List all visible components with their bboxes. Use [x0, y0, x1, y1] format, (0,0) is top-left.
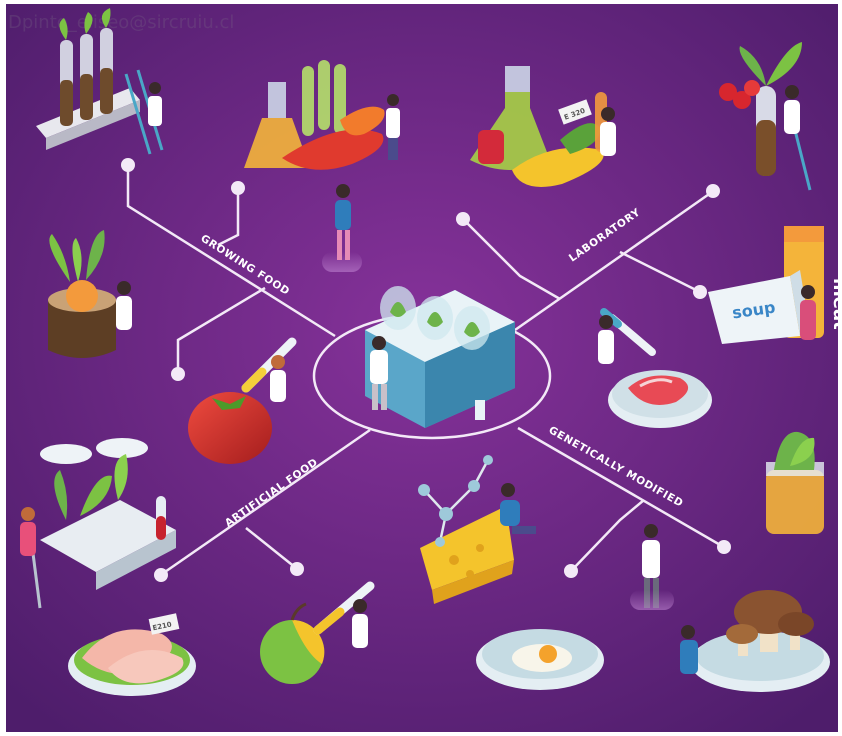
lab-flasks-vegetables-illustration: [244, 60, 400, 170]
tomato-injection-illustration: [188, 337, 297, 464]
connector-lines: [126, 165, 723, 576]
meat-soup-tube-illustration: meat soup: [708, 226, 842, 344]
node-growing-2: [231, 181, 245, 195]
laboratory-sub-line-1: [463, 219, 561, 301]
node-growing-1: [121, 158, 135, 172]
growing-food-sub-line-2: [176, 286, 266, 372]
node-growing-3: [171, 367, 185, 381]
lettuce-jar-illustration: [766, 431, 824, 534]
test-tube-seedlings-illustration: [36, 8, 164, 155]
scientist-standing-illustration: [630, 524, 674, 610]
laboratory-line: [514, 190, 713, 332]
scientist-with-clipboard-illustration: [322, 184, 362, 272]
apple-injection-illustration: [260, 581, 375, 684]
steak-pipette-illustration: [598, 308, 712, 428]
node-lab-1: [456, 212, 470, 226]
node-gm-1: [717, 540, 731, 554]
genetically-modified-sub-line: [571, 499, 645, 571]
growing-food-sub-line-1: [217, 190, 240, 247]
node-lab-3: [693, 285, 707, 299]
petri-egg-illustration: [476, 629, 604, 690]
artificial-food-sub-line: [245, 527, 297, 569]
watermark-text: Dpinto_eliseo@sircruiu.cl: [8, 12, 234, 33]
node-artificial-2: [290, 562, 304, 576]
connector-nodes: [121, 158, 731, 582]
node-lab-2: [706, 184, 720, 198]
hydroponic-greenhouse-illustration: [20, 438, 176, 609]
meat-tube-text: meat: [829, 278, 842, 330]
growing-food-line: [126, 165, 336, 338]
cheese-molecule-illustration: [418, 455, 536, 604]
artificial-food-line: [161, 428, 371, 576]
corn-and-flask-illustration: E 320: [470, 66, 616, 187]
tag-e210: E210: [152, 620, 173, 632]
center-greenhouse-illustration: [365, 286, 515, 428]
laboratory-sub-line-2: [619, 250, 701, 294]
genetically-modified-line: [517, 426, 723, 548]
turnip-in-soil-illustration: [48, 230, 132, 358]
node-artificial-1: [154, 568, 168, 582]
mushroom-dish-illustration: [680, 590, 830, 692]
node-gm-2: [564, 564, 578, 578]
chicken-breast-e210-illustration: E210: [68, 613, 196, 696]
tomato-plant-tube-illustration: [719, 42, 812, 191]
